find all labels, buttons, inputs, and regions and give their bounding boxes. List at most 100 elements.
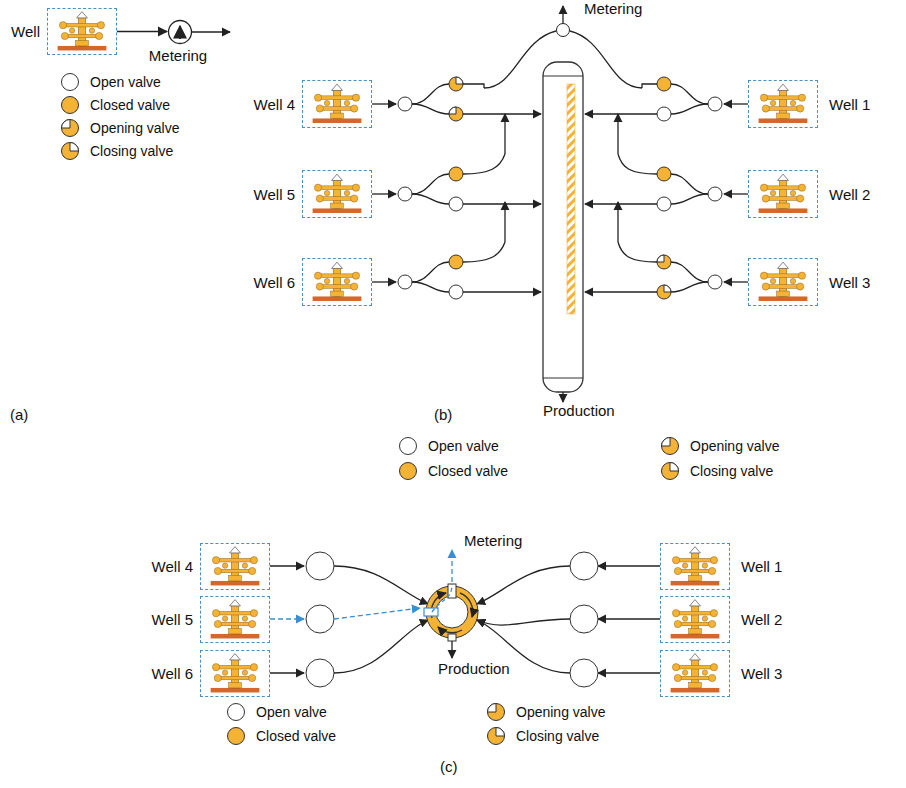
- well-box: Well 1: [748, 80, 818, 128]
- valve-symbol: [708, 97, 722, 111]
- selector-ring: [436, 596, 468, 628]
- valve-circle: [570, 605, 598, 633]
- well-box: Well 2: [660, 596, 730, 643]
- well-box: Well 3: [748, 258, 818, 306]
- pipe-line: [477, 619, 570, 625]
- metering-node: Metering: [556, 23, 570, 37]
- legend-text: Closing valve: [90, 143, 173, 159]
- wellhead-icon: [58, 12, 107, 51]
- legend-text: Open valve: [428, 438, 499, 454]
- legend-entry: Closing valve: [660, 461, 773, 481]
- valve-quadrant: [664, 285, 671, 292]
- well-box: Well: [47, 8, 117, 55]
- valve-circle: [306, 552, 334, 580]
- pipe-line: [372, 281, 396, 282]
- legend-swatch: [60, 141, 80, 161]
- legend-entry: Closed valve: [398, 461, 508, 481]
- legend-entry: Closing valve: [486, 726, 599, 746]
- wellhead-icon: [201, 597, 269, 642]
- panel-letter: (a): [10, 406, 28, 423]
- legend-swatch: [398, 461, 418, 481]
- wellhead-icon: [661, 544, 729, 589]
- well-box: Well 5: [302, 170, 372, 218]
- valve-symbol: [400, 438, 417, 455]
- wellhead-icon: [303, 171, 371, 217]
- valve-symbol: [657, 167, 671, 181]
- metering-arrow: [451, 550, 452, 582]
- valve-symbol: [657, 107, 671, 121]
- wellhead-icon: [671, 547, 720, 586]
- flow-label: Production: [543, 402, 615, 419]
- metering-label: Metering: [584, 1, 642, 18]
- wellhead-icon: [749, 81, 817, 127]
- panel-letter: (c): [440, 758, 458, 775]
- valve-symbol: [708, 187, 722, 201]
- legend-swatch: [486, 702, 506, 722]
- legend-text: Opening valve: [690, 438, 780, 454]
- valve-circle: [708, 97, 722, 111]
- pipe-line: [463, 84, 484, 88]
- valve-circle: [62, 97, 79, 114]
- legend-swatch: [660, 461, 680, 481]
- pipe-line: [642, 84, 657, 88]
- valve-symbol: [662, 438, 679, 455]
- pipe-line: [270, 618, 304, 619]
- valve-symbol: [449, 107, 463, 121]
- wellhead-icon: [303, 259, 371, 305]
- legend-entry: Closed valve: [60, 95, 170, 115]
- vessel-seam: [543, 76, 583, 77]
- valve-circle: [570, 659, 598, 687]
- valve-circle: [449, 197, 463, 211]
- legend-text: Open valve: [90, 74, 161, 90]
- wellhead-icon: [759, 84, 808, 123]
- valve-symbol: [228, 728, 245, 745]
- metering-route: [432, 584, 452, 612]
- valve-circle: [657, 255, 671, 269]
- wellhead-icon: [661, 651, 729, 696]
- valve-circle: [657, 197, 671, 211]
- valve-symbol: [662, 463, 679, 480]
- pipe-line: [598, 618, 660, 619]
- legend-swatch: [398, 436, 418, 456]
- separator-vessel: [543, 62, 583, 392]
- pipe-line: [334, 566, 428, 604]
- flow-label: Production: [438, 660, 510, 677]
- well-label: Well 6: [152, 666, 193, 683]
- pipe-line: [671, 104, 708, 114]
- wellhead-icon: [661, 597, 729, 642]
- valve-circle: [662, 438, 679, 455]
- wellhead-icon: [201, 544, 269, 589]
- valve-symbol: [449, 255, 463, 269]
- pipe-line: [618, 154, 657, 174]
- pipe-line: [412, 262, 449, 282]
- wellhead-icon: [48, 9, 116, 54]
- valve-circle: [62, 74, 79, 91]
- valve-quadrant: [670, 463, 679, 472]
- flow-label: Metering: [464, 532, 522, 549]
- legend-text: Closing valve: [690, 463, 773, 479]
- pipe-line: [412, 84, 449, 104]
- pipe-line: [617, 114, 618, 154]
- valve-circle: [657, 77, 671, 91]
- pipe-line: [270, 672, 304, 673]
- pipe-line: [617, 202, 618, 242]
- wellhead-icon: [671, 654, 720, 693]
- pipe-line: [724, 193, 748, 194]
- valve-symbol: [488, 728, 505, 745]
- outflow-arrow: [192, 31, 230, 32]
- valve-quadrant: [62, 120, 71, 129]
- meter-circle: [556, 23, 570, 37]
- well-label: Well 6: [254, 275, 295, 292]
- valve-symbol: [449, 197, 463, 211]
- well-box: Well 1: [660, 543, 730, 590]
- well-box: Well 2: [748, 170, 818, 218]
- legend-entry: Open valve: [226, 702, 327, 722]
- production-arrow: [562, 392, 563, 402]
- selector-port: [424, 608, 438, 616]
- valve-circle: [398, 275, 412, 289]
- pipe-line: [671, 174, 708, 194]
- valve-circle: [657, 285, 671, 299]
- pipe-line: [671, 262, 708, 282]
- well-label: Well 1: [741, 559, 782, 576]
- panel-letter: (b): [434, 406, 452, 423]
